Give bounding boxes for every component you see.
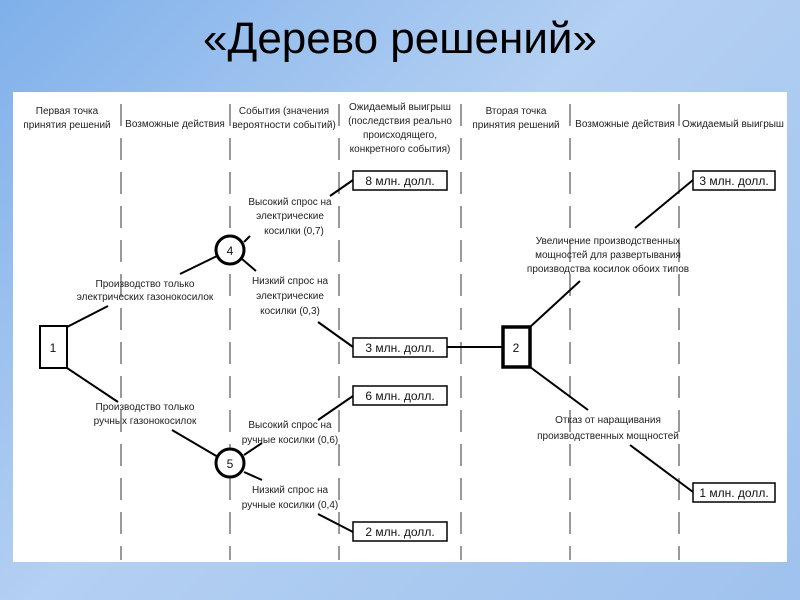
- payoff-2: 2 млн. долл.: [352, 521, 448, 542]
- decision-node-1: 1: [39, 325, 68, 369]
- column-separators: [120, 104, 680, 560]
- header-actions: Возможные действия: [125, 119, 225, 130]
- header-actions-2: Возможные действия: [575, 119, 675, 130]
- svg-text:4: 4: [227, 244, 234, 258]
- payoff-8: 8 млн. долл.: [352, 170, 448, 191]
- slide-title: «Дерево решений»: [203, 14, 597, 63]
- svg-text:3 млн. долл.: 3 млн. долл.: [699, 174, 768, 188]
- svg-text:1: 1: [50, 341, 57, 355]
- svg-text:5: 5: [227, 457, 234, 471]
- decision-node-2: 2: [501, 325, 532, 369]
- payoff-1: 1 млн. долл.: [692, 482, 776, 503]
- branches: [66, 179, 694, 533]
- payoff-3: 3 млн. долл.: [352, 337, 448, 358]
- svg-text:2 млн. долл.: 2 млн. долл.: [365, 525, 434, 539]
- svg-text:1 млн. долл.: 1 млн. долл.: [699, 486, 768, 500]
- chance-node-4: 4: [214, 234, 246, 266]
- chance-node-5: 5: [214, 447, 246, 479]
- svg-text:6 млн. долл.: 6 млн. долл.: [365, 389, 434, 403]
- svg-text:8 млн. долл.: 8 млн. долл.: [365, 174, 434, 188]
- svg-text:2: 2: [513, 341, 520, 355]
- header-payoff-2: Ожидаемый выигрыш: [682, 119, 784, 130]
- payoff-3-right: 3 млн. долл.: [692, 170, 776, 191]
- svg-text:3 млн. долл.: 3 млн. долл.: [365, 341, 434, 355]
- payoff-6: 6 млн. долл.: [352, 385, 448, 406]
